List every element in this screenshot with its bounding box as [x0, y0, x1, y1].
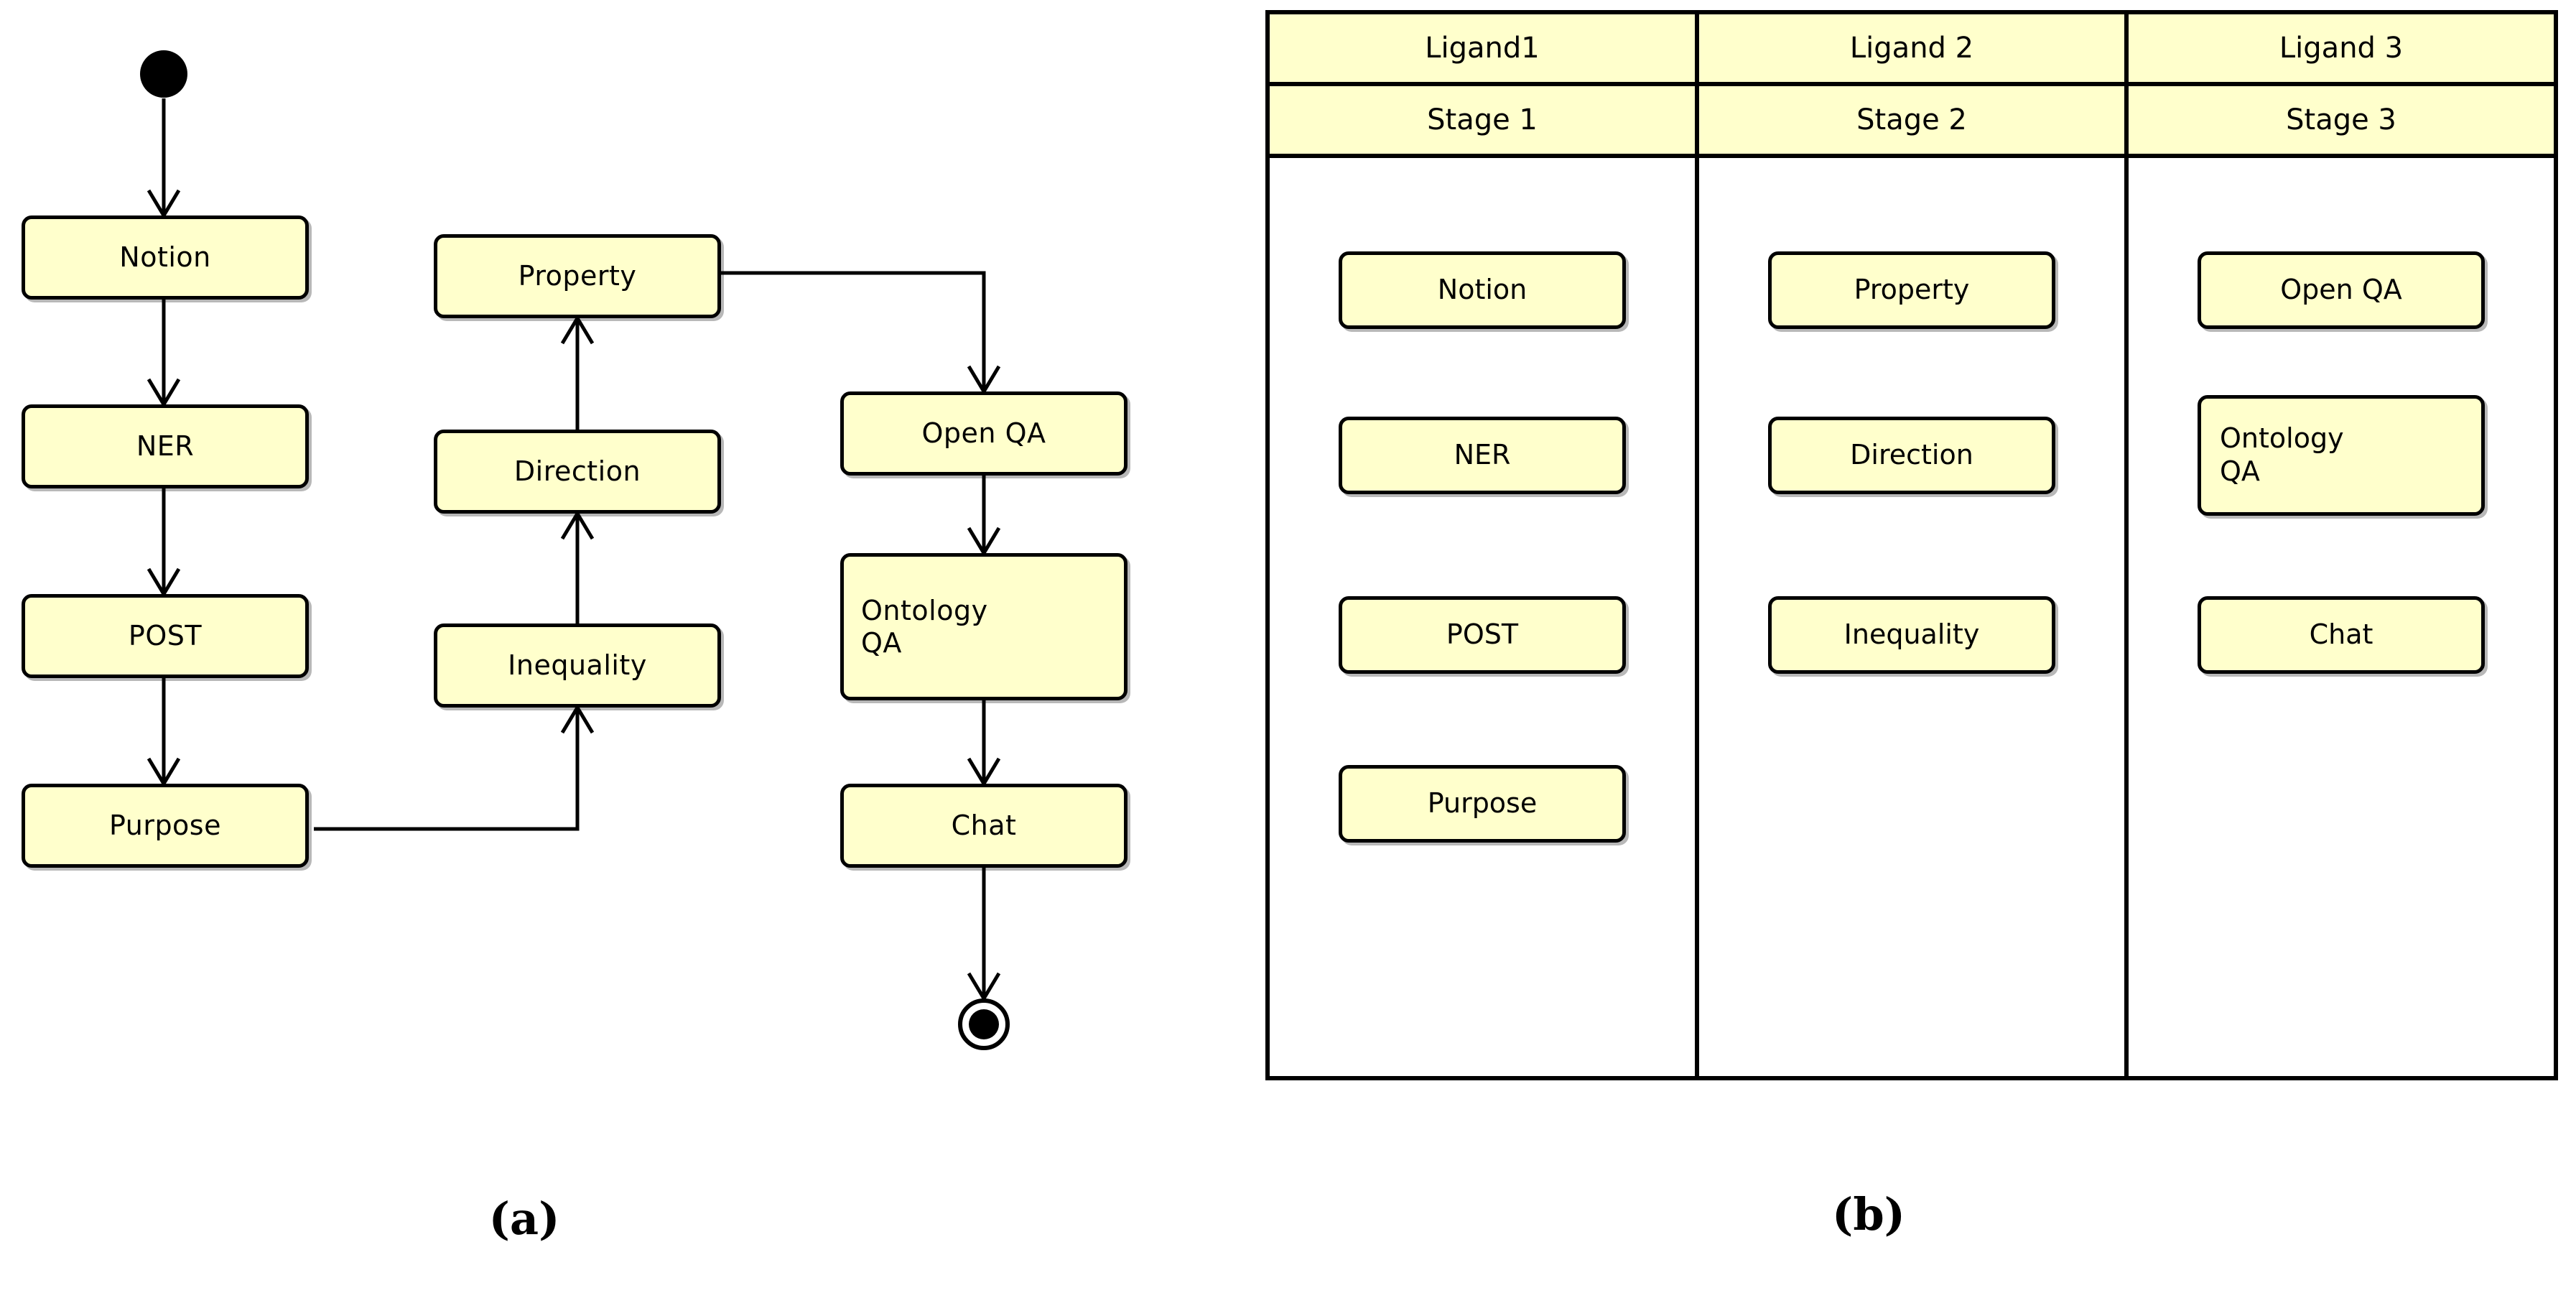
arrowhead-ontology-qa — [967, 527, 1001, 557]
arrowhead-direction — [560, 510, 595, 540]
lane-header-ligand-1: Ligand1 — [1270, 14, 1695, 86]
lane-header-stage-2: Stage 2 — [1699, 86, 2124, 158]
swimlane-stage-1: Ligand1 Stage 1 Notion NER POST Purpose — [1270, 14, 1699, 1076]
arrowhead-purpose — [147, 757, 181, 787]
edge-purpose-to-inequality — [314, 708, 580, 831]
activity-node-post[interactable]: POST — [22, 594, 309, 678]
panel-b-caption: (b) — [1831, 1188, 1906, 1241]
swimlane-stage-2: Ligand 2 Stage 2 Property Direction Ineq… — [1699, 14, 2129, 1076]
activity-node-ontology-qa[interactable]: Ontology QA — [840, 553, 1127, 700]
lane-node-post[interactable]: POST — [1339, 596, 1626, 674]
arrowhead-ner — [147, 378, 181, 408]
activity-node-property[interactable]: Property — [434, 234, 721, 318]
arrowhead-end — [967, 972, 1001, 1002]
lane-header-ligand-2: Ligand 2 — [1699, 14, 2124, 86]
lane-node-inequality[interactable]: Inequality — [1768, 596, 2055, 674]
lane-node-property[interactable]: Property — [1768, 251, 2055, 329]
activity-node-inequality[interactable]: Inequality — [434, 623, 721, 708]
arrowhead-notion — [147, 189, 181, 219]
lane-node-ontology-qa[interactable]: Ontology QA — [2198, 395, 2485, 516]
lane-body-stage-3: Open QA Ontology QA Chat — [2129, 158, 2554, 1076]
lane-node-purpose[interactable]: Purpose — [1339, 765, 1626, 843]
activity-node-chat[interactable]: Chat — [840, 784, 1127, 868]
swimlane-stage-3: Ligand 3 Stage 3 Open QA Ontology QA Cha… — [2129, 14, 2554, 1076]
arrowhead-open-qa — [967, 365, 1001, 395]
activity-node-direction[interactable]: Direction — [434, 430, 721, 514]
initial-node — [140, 50, 187, 98]
arrowhead-property — [560, 315, 595, 345]
lane-header-ligand-3: Ligand 3 — [2129, 14, 2554, 86]
swimlane-table: Ligand1 Stage 1 Notion NER POST Purpose … — [1265, 10, 2558, 1080]
edge-property-to-open-qa — [720, 271, 986, 391]
panel-a-caption: (a) — [488, 1192, 560, 1245]
final-node — [958, 998, 1010, 1050]
lane-node-direction[interactable]: Direction — [1768, 417, 2055, 494]
activity-node-purpose[interactable]: Purpose — [22, 784, 309, 868]
lane-body-stage-2: Property Direction Inequality — [1699, 158, 2124, 1076]
arrowhead-inequality — [560, 704, 595, 734]
lane-node-ner[interactable]: NER — [1339, 417, 1626, 494]
swimlane-panel: Ligand1 Stage 1 Notion NER POST Purpose … — [1265, 10, 2558, 1241]
lane-body-stage-1: Notion NER POST Purpose — [1270, 158, 1695, 1076]
activity-diagram-panel: Notion NER POST Purpose Property Directi… — [0, 0, 1221, 1298]
lane-node-notion[interactable]: Notion — [1339, 251, 1626, 329]
arrowhead-chat — [967, 757, 1001, 787]
activity-node-open-qa[interactable]: Open QA — [840, 391, 1127, 476]
lane-header-stage-1: Stage 1 — [1270, 86, 1695, 158]
activity-node-notion[interactable]: Notion — [22, 215, 309, 300]
lane-node-open-qa[interactable]: Open QA — [2198, 251, 2485, 329]
lane-node-chat[interactable]: Chat — [2198, 596, 2485, 674]
activity-node-ner[interactable]: NER — [22, 404, 309, 488]
lane-header-stage-3: Stage 3 — [2129, 86, 2554, 158]
arrowhead-post — [147, 567, 181, 598]
